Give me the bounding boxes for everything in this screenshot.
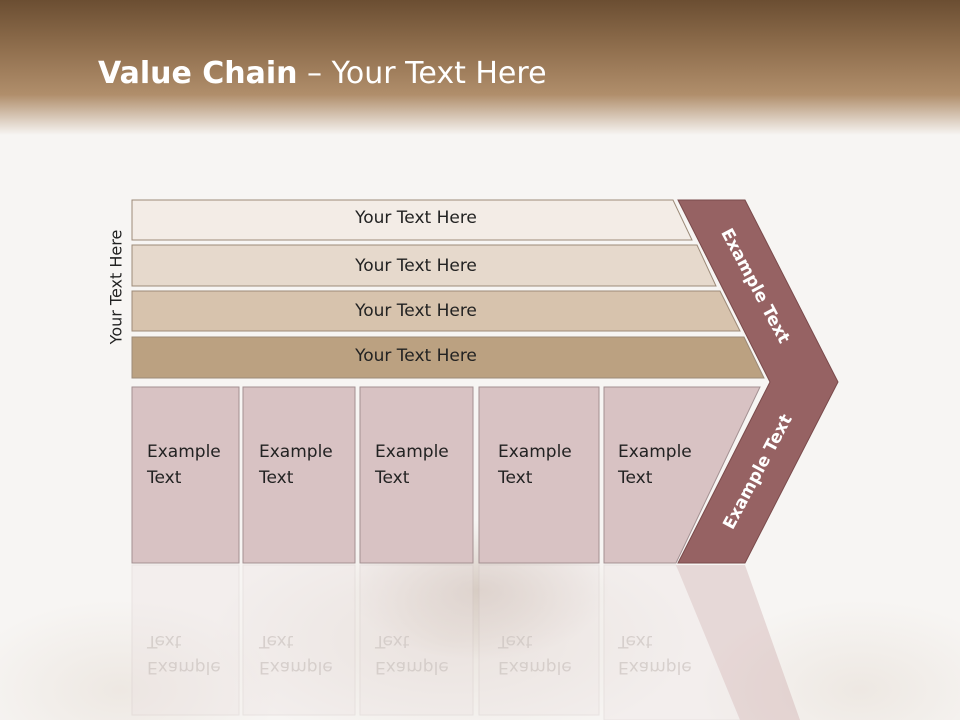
cell-2 — [242, 386, 356, 564]
header-band — [0, 0, 960, 135]
bar-label-2: Your Text Here — [355, 256, 477, 276]
cell-reflection-4: Example Text — [498, 631, 572, 677]
title-rest: – Your Text Here — [297, 56, 547, 91]
bar-2 — [131, 244, 717, 287]
bar-3 — [131, 290, 741, 332]
cell-reflection-1: Example Text — [147, 631, 221, 677]
bar-4 — [131, 336, 765, 379]
chevron-arrow — [677, 199, 839, 564]
cell-reflection-3: Example Text — [375, 631, 449, 677]
cell-reflection-2: Example Text — [259, 631, 333, 677]
cell-label-3: Example Text — [375, 442, 449, 488]
cell-label-2: Example Text — [259, 442, 333, 488]
slide-title: Value Chain – Your Text Here — [98, 56, 547, 91]
cell-label-5: Example Text — [618, 442, 692, 488]
cell-label-4: Example Text — [498, 442, 572, 488]
cell-3 — [359, 386, 474, 564]
bar-label-3: Your Text Here — [355, 301, 477, 321]
bar-1 — [131, 199, 693, 241]
cell-label-1: Example Text — [147, 442, 221, 488]
cell-reflection-5: Example Text — [618, 631, 692, 677]
cell-1 — [131, 386, 240, 564]
bar-label-1: Your Text Here — [355, 208, 477, 228]
cell-4 — [478, 386, 600, 564]
bar-label-4: Your Text Here — [355, 346, 477, 366]
title-bold: Value Chain — [98, 56, 298, 91]
cell-5 — [603, 386, 761, 564]
side-label: Your Text Here — [106, 229, 126, 345]
